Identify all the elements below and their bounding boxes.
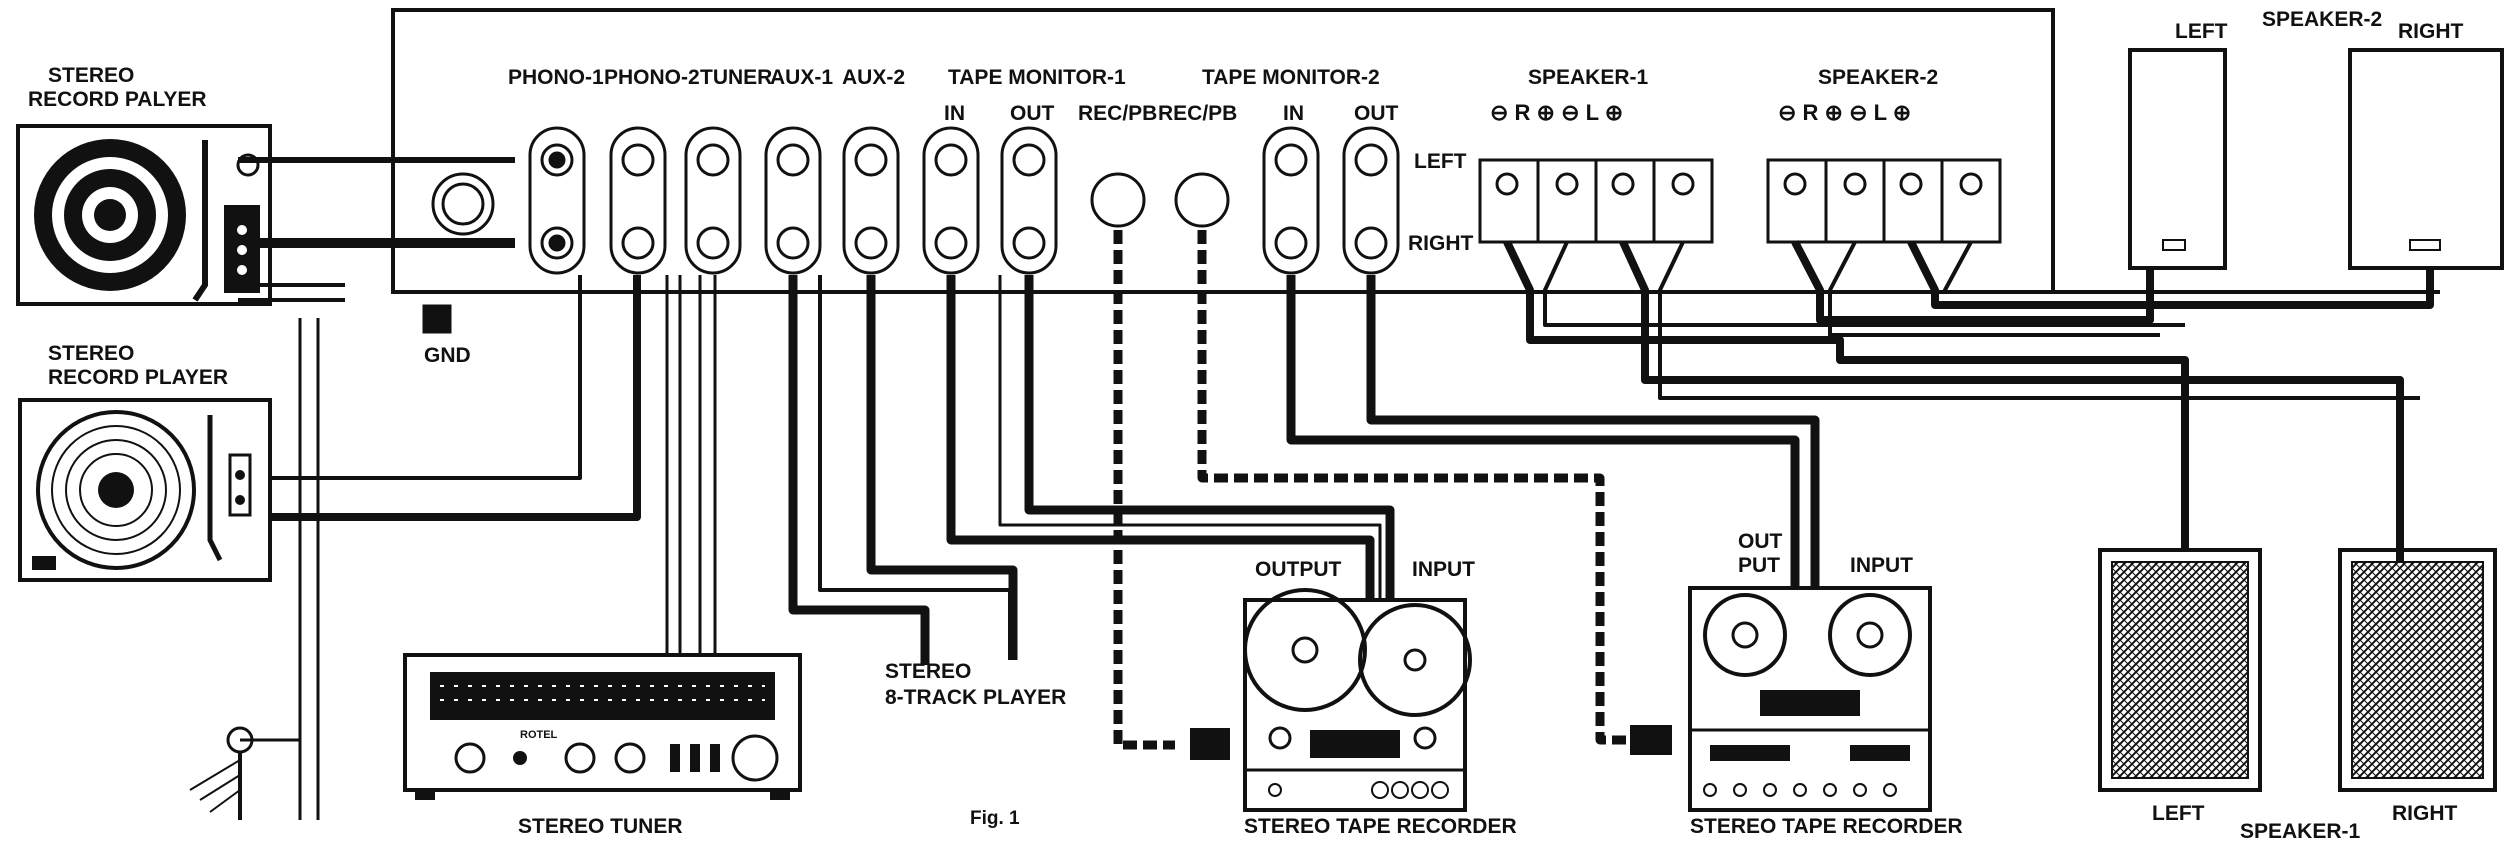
record-player-1-label-line1: STEREO (48, 64, 134, 87)
speaker-2-left (2128, 48, 2227, 270)
label-left-channel: LEFT (1414, 150, 1467, 173)
label-phono-2: PHONO-2 (604, 66, 700, 89)
stereo-tape-recorder-1 (1190, 588, 1472, 812)
tape-recorder-2-out-label-line2: PUT (1738, 554, 1780, 577)
tape-recorder-1-output-label: OUTPUT (1255, 558, 1342, 581)
amplifier-rear-panel (391, 8, 2055, 294)
speaker-1-right-label: RIGHT (2392, 802, 2458, 825)
label-out-2: OUT (1354, 102, 1399, 125)
label-rec-pb-1: REC/PB (1078, 102, 1157, 125)
label-in-2: IN (1283, 102, 1304, 125)
tape-recorder-2-label: STEREO TAPE RECORDER (1690, 815, 1963, 838)
label-rec-pb-2: REC/PB (1158, 102, 1237, 125)
jack-panel (422, 126, 1400, 334)
tuner-label: STEREO TUNER (518, 815, 683, 838)
stereo-tuner (403, 653, 802, 800)
label-phono-1: PHONO-1 (508, 66, 604, 89)
label-tape-monitor-2: TAPE MONITOR-2 (1202, 66, 1380, 89)
speaker-2-title: SPEAKER-2 (2262, 8, 2382, 31)
tape-recorder-2-input-label: INPUT (1850, 554, 1913, 577)
speaker-2-right (2348, 48, 2504, 270)
speaker-2-left-label: LEFT (2175, 20, 2228, 43)
tuner-brand: ROTEL (520, 729, 558, 741)
label-speaker-1-terminals: SPEAKER-1 (1528, 66, 1649, 89)
label-gnd: GND (424, 344, 471, 367)
record-player-1-label-line2: RECORD PALYER (28, 88, 207, 111)
stereo-tape-recorder-2 (1630, 586, 1932, 812)
label-speaker-1-polarity: ⊖ R ⊕ ⊖ L ⊕ (1490, 100, 1623, 125)
label-speaker-2-terminals: SPEAKER-2 (1818, 66, 1938, 89)
stereo-record-player-1 (16, 124, 272, 306)
label-out-1: OUT (1010, 102, 1055, 125)
figure-caption: Fig. 1 (970, 808, 1020, 829)
record-player-2-label-line1: STEREO (48, 342, 134, 365)
label-right-channel: RIGHT (1408, 232, 1474, 255)
label-tape-monitor-1: TAPE MONITOR-1 (948, 66, 1126, 89)
eight-track-label-line2: 8-TRACK PLAYER (885, 686, 1066, 709)
ground-rod (189, 726, 300, 820)
speaker-terminals (1478, 158, 2002, 244)
tape-recorder-1-label: STEREO TAPE RECORDER (1244, 815, 1517, 838)
label-speaker-2-polarity: ⊖ R ⊕ ⊖ L ⊕ (1778, 100, 1911, 125)
speaker-1-title: SPEAKER-1 (2240, 820, 2361, 842)
speaker-2-right-label: RIGHT (2398, 20, 2464, 43)
tape-recorder-1-input-label: INPUT (1412, 558, 1475, 581)
tape-recorder-2-out-label-line1: OUT (1738, 530, 1783, 553)
label-in-1: IN (944, 102, 965, 125)
signal-cables (238, 157, 2440, 820)
record-player-2-label-line2: RECORD PLAYER (48, 366, 228, 389)
stereo-record-player-2 (18, 398, 272, 582)
speaker-1-left (2098, 548, 2262, 792)
label-aux-2: AUX-2 (842, 66, 905, 89)
speaker-1-right (2338, 548, 2497, 792)
speaker-1-left-label: LEFT (2152, 802, 2205, 825)
eight-track-label-line1: STEREO (885, 660, 971, 683)
label-tuner: TUNER (700, 66, 772, 89)
label-aux-1: AUX-1 (770, 66, 833, 89)
